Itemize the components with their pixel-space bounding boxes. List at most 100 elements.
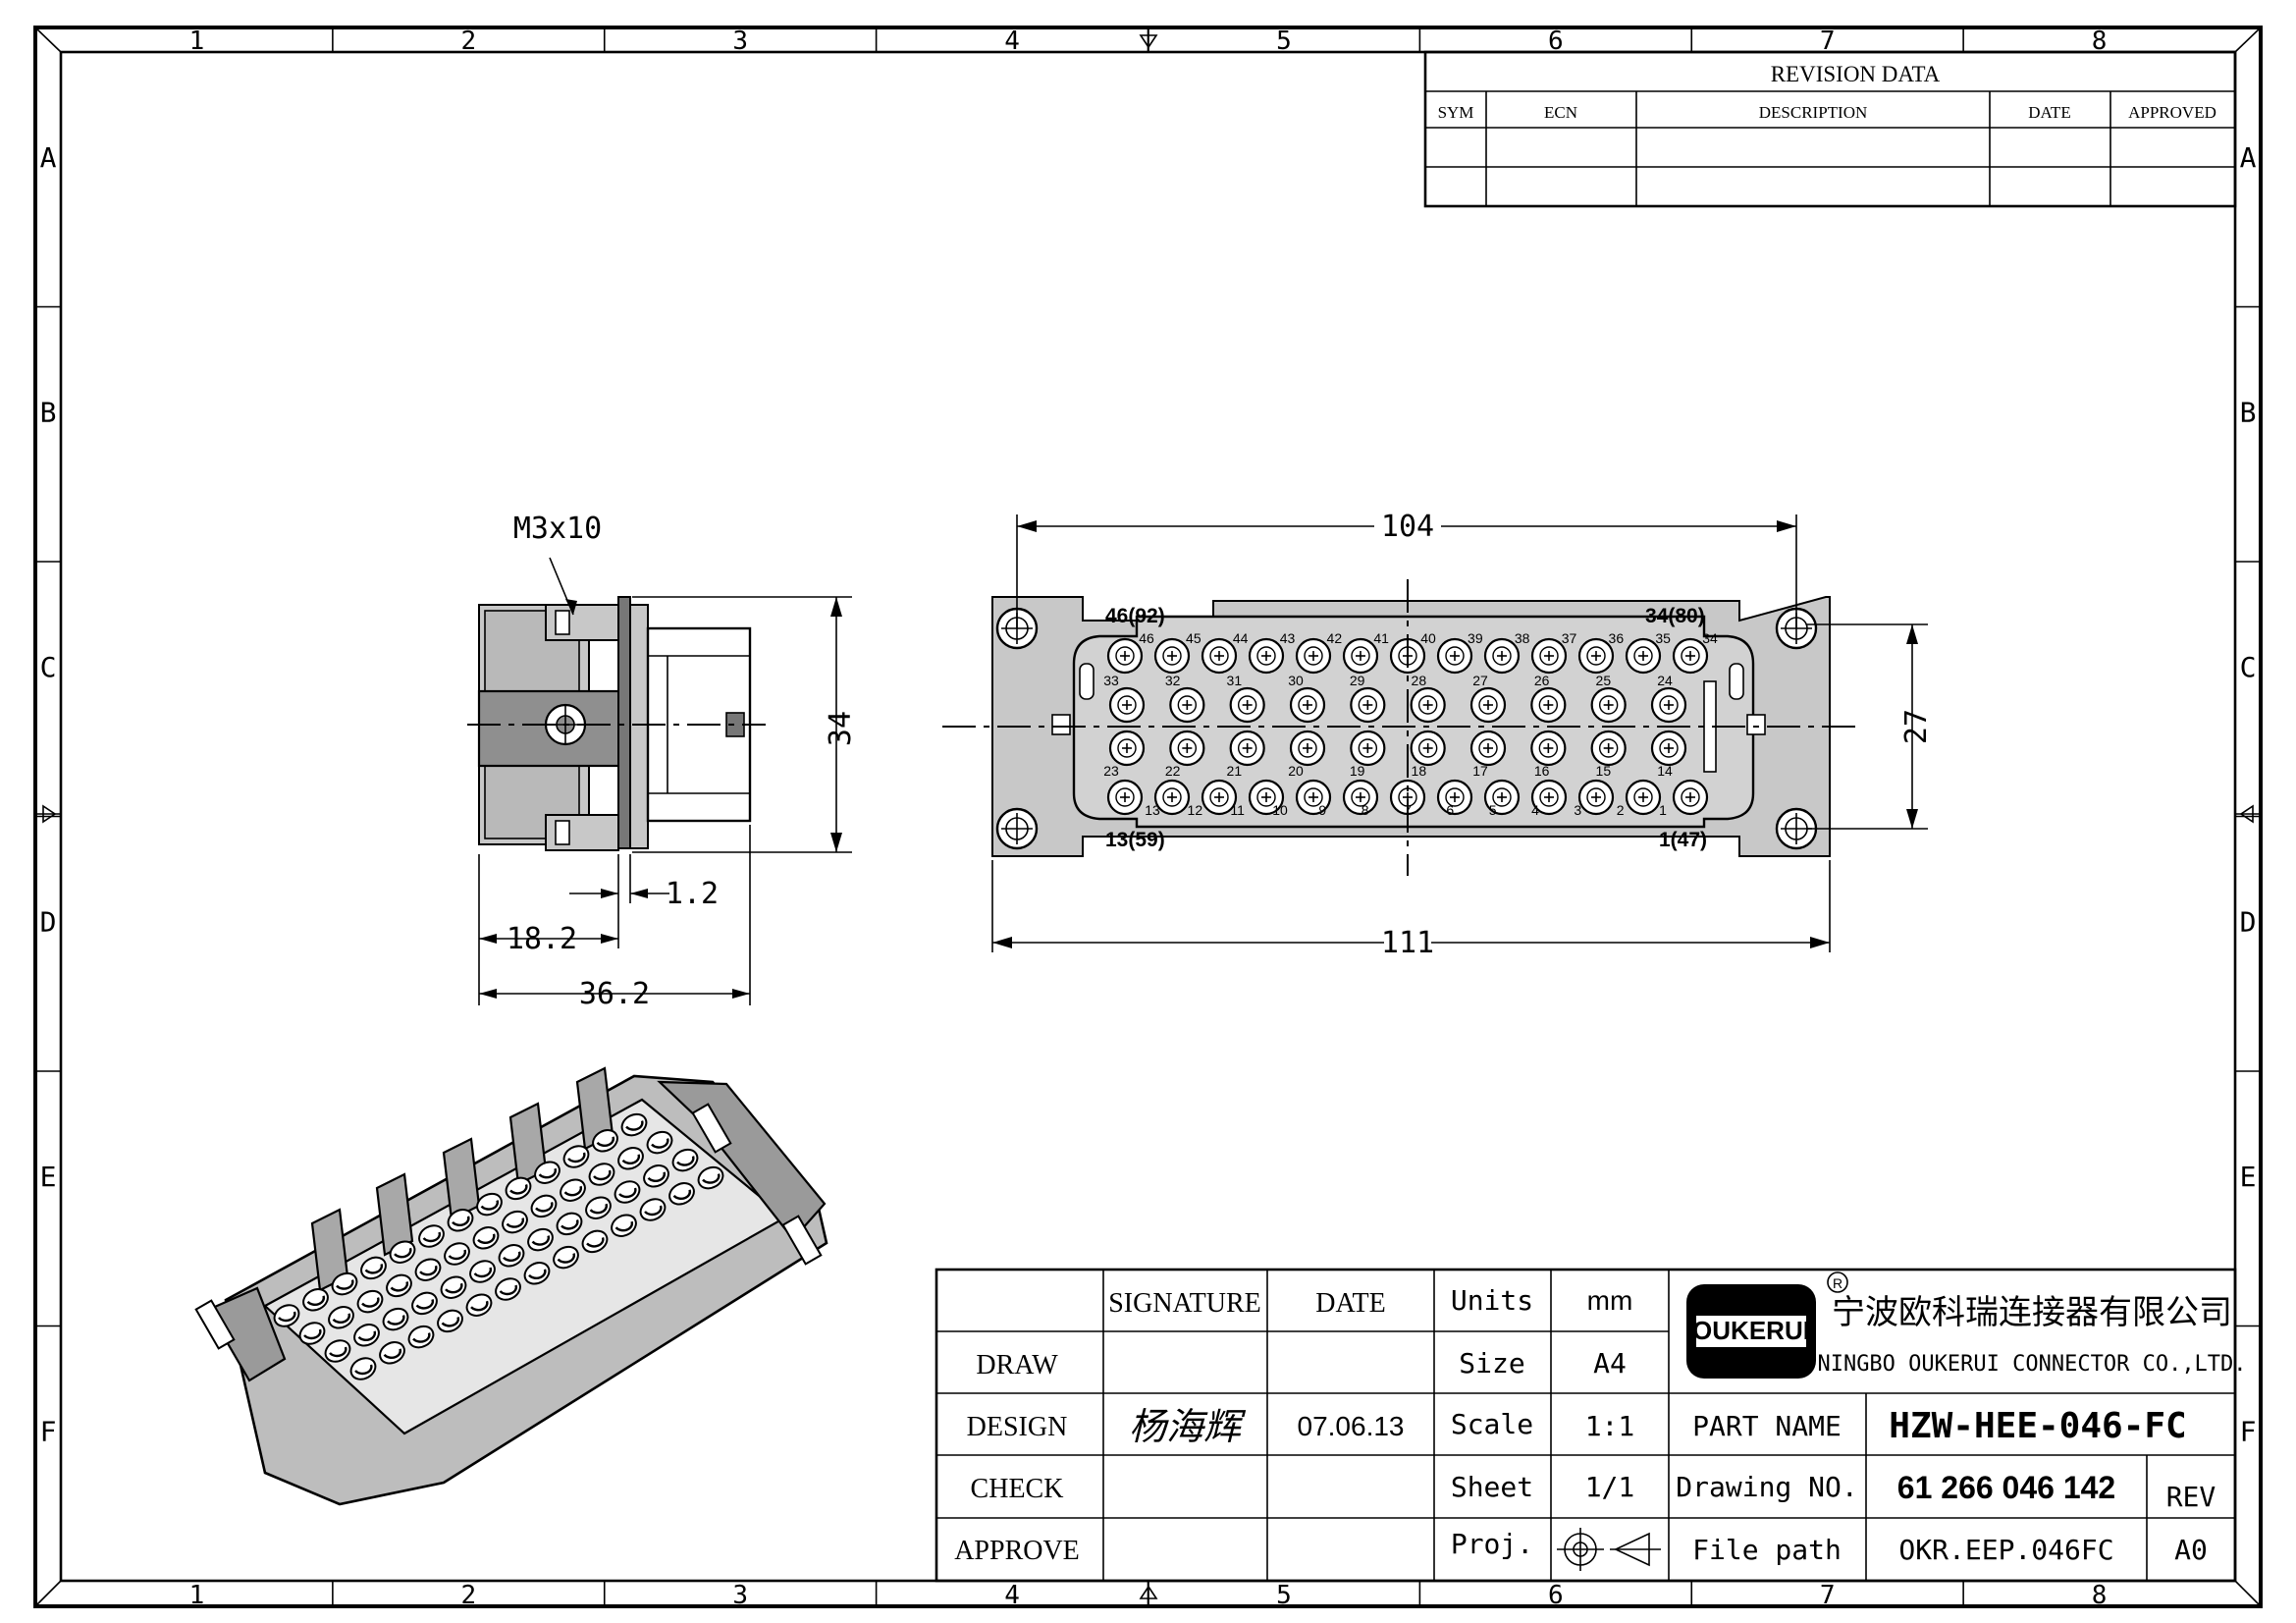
iso-contact-pin <box>390 1280 409 1292</box>
projection-symbol-icon <box>1557 1528 1661 1571</box>
iso-contact-pin <box>593 1169 612 1181</box>
centring-mark-bottom <box>1139 1582 1158 1606</box>
pin-number-label: 29 <box>1350 673 1365 688</box>
iso-contact-hole <box>328 1306 354 1329</box>
column-label-top: 8 <box>2092 27 2108 56</box>
row-label-right: F <box>2240 1415 2257 1447</box>
pin-number-label: 1 <box>1659 802 1667 818</box>
pin-number-label: 24 <box>1657 673 1673 688</box>
registered-mark: R <box>1833 1275 1842 1291</box>
iso-contact-hole <box>668 1182 695 1206</box>
row-label-left: D <box>40 905 57 938</box>
column-label-bottom: 4 <box>1004 1581 1020 1610</box>
iso-contact-pin <box>448 1249 467 1261</box>
dim-length-36-2: 36.2 <box>579 977 650 1011</box>
column-label-top: 4 <box>1004 27 1020 56</box>
row-role-check: CHECK <box>971 1474 1064 1504</box>
pin-number-label: 5 <box>1489 802 1497 818</box>
iso-contact-hole <box>407 1325 435 1349</box>
centring-mark-left <box>35 804 60 824</box>
row-label-right: E <box>2240 1161 2257 1193</box>
prop-value-size: A4 <box>1593 1347 1627 1380</box>
iso-contact-pin <box>499 1284 518 1296</box>
pin-number-label: 41 <box>1373 630 1389 646</box>
part-name-label: PART NAME <box>1692 1410 1842 1442</box>
dim-overall-width-111: 111 <box>1381 926 1434 960</box>
prop-label-sheet: Sheet <box>1451 1471 1533 1503</box>
iso-contact-hole <box>353 1324 380 1347</box>
pin-number-label: 43 <box>1280 630 1296 646</box>
dim-hole-spacing-104: 104 <box>1381 510 1434 544</box>
pin-number-label: 36 <box>1609 630 1625 646</box>
iso-contact-hole <box>298 1322 326 1345</box>
dim-height-34: 34 <box>824 711 858 746</box>
iso-contact-pin <box>644 1205 663 1217</box>
iso-contact-pin <box>415 1298 435 1310</box>
iso-contact-pin <box>596 1136 615 1147</box>
iso-contact-hole <box>534 1161 561 1184</box>
pin-number-label: 42 <box>1327 630 1343 646</box>
corner-label-top-left: 46(92) <box>1105 605 1165 627</box>
file-path-value: OKR.EEP.046FC <box>1898 1534 2113 1566</box>
iso-contact-hole <box>469 1260 496 1283</box>
iso-contact-hole <box>643 1164 669 1188</box>
pin-number-label: 4 <box>1531 802 1539 818</box>
row-role-design: DESIGN <box>967 1412 1068 1442</box>
row-label-right: D <box>2240 905 2257 938</box>
pin-number-label: 34 <box>1702 630 1718 646</box>
callout-m3x10: M3x10 <box>513 512 602 546</box>
rev-value: A0 <box>2174 1534 2208 1566</box>
iso-contact-pin <box>452 1216 470 1226</box>
prop-value-units: mm <box>1587 1285 1633 1316</box>
iso-contact-hole <box>617 1147 644 1170</box>
iso-contact-pin <box>702 1173 721 1184</box>
pin-number-label: 18 <box>1412 763 1427 779</box>
iso-contact-hole <box>349 1357 377 1380</box>
iso-contact-pin <box>589 1203 609 1215</box>
pin-number-label: 33 <box>1103 673 1119 688</box>
row-label-right: A <box>2240 141 2257 174</box>
iso-contact-hole <box>611 1214 637 1237</box>
iso-contact-pin <box>557 1253 576 1264</box>
logo-text: OUKERUI <box>1692 1316 1810 1345</box>
pin-number-label: 21 <box>1227 763 1243 779</box>
centring-mark-right <box>2236 804 2261 824</box>
iso-contact-pin <box>586 1236 605 1248</box>
iso-contact-pin <box>422 1231 442 1243</box>
iso-contact-hole <box>437 1309 463 1333</box>
iso-contact-pin <box>361 1297 380 1308</box>
dim-flange-1-2: 1.2 <box>666 877 719 911</box>
iso-contact-pin <box>651 1138 669 1149</box>
iso-contact-hole <box>418 1224 445 1248</box>
iso-contact-hole <box>671 1148 699 1172</box>
pin-number-label: 17 <box>1472 763 1488 779</box>
row-label-left: B <box>40 396 57 428</box>
drawing-no-label: Drawing NO. <box>1676 1471 1857 1503</box>
iso-contact-pin <box>647 1171 667 1182</box>
iso-contact-pin <box>531 1235 551 1246</box>
revision-header-description: DESCRIPTION <box>1759 103 1868 122</box>
pin-number-label: 12 <box>1188 802 1203 818</box>
corner-label-bottom-right: 1(47) <box>1659 829 1707 851</box>
iso-contact-hole <box>553 1245 579 1270</box>
iso-contact-hole <box>498 1244 525 1268</box>
isometric-view <box>194 1066 828 1506</box>
company-name-en: NINGBO OUKERUI CONNECTOR CO.,LTD. <box>1817 1352 2246 1377</box>
revision-header-sym: SYM <box>1438 103 1474 122</box>
iso-contact-pin <box>561 1218 579 1230</box>
iso-contact-hole <box>444 1242 470 1266</box>
insert-key <box>1051 714 1071 735</box>
pin-number-label: 6 <box>1446 802 1454 818</box>
column-label-top: 7 <box>1820 27 1836 56</box>
iso-contact-pin <box>445 1282 463 1294</box>
iso-contact-hole <box>562 1145 590 1168</box>
pin-number-label: 45 <box>1186 630 1201 646</box>
iso-contact-hole <box>302 1288 329 1312</box>
iso-contact-pin <box>303 1328 322 1340</box>
iso-contact-hole <box>324 1339 351 1363</box>
pin-number-label: 9 <box>1318 802 1326 818</box>
iso-contact-hole <box>697 1165 724 1190</box>
pin-number-label: 37 <box>1562 630 1577 646</box>
prop-label-units: Units <box>1451 1284 1533 1317</box>
row-label-left: A <box>40 141 57 174</box>
